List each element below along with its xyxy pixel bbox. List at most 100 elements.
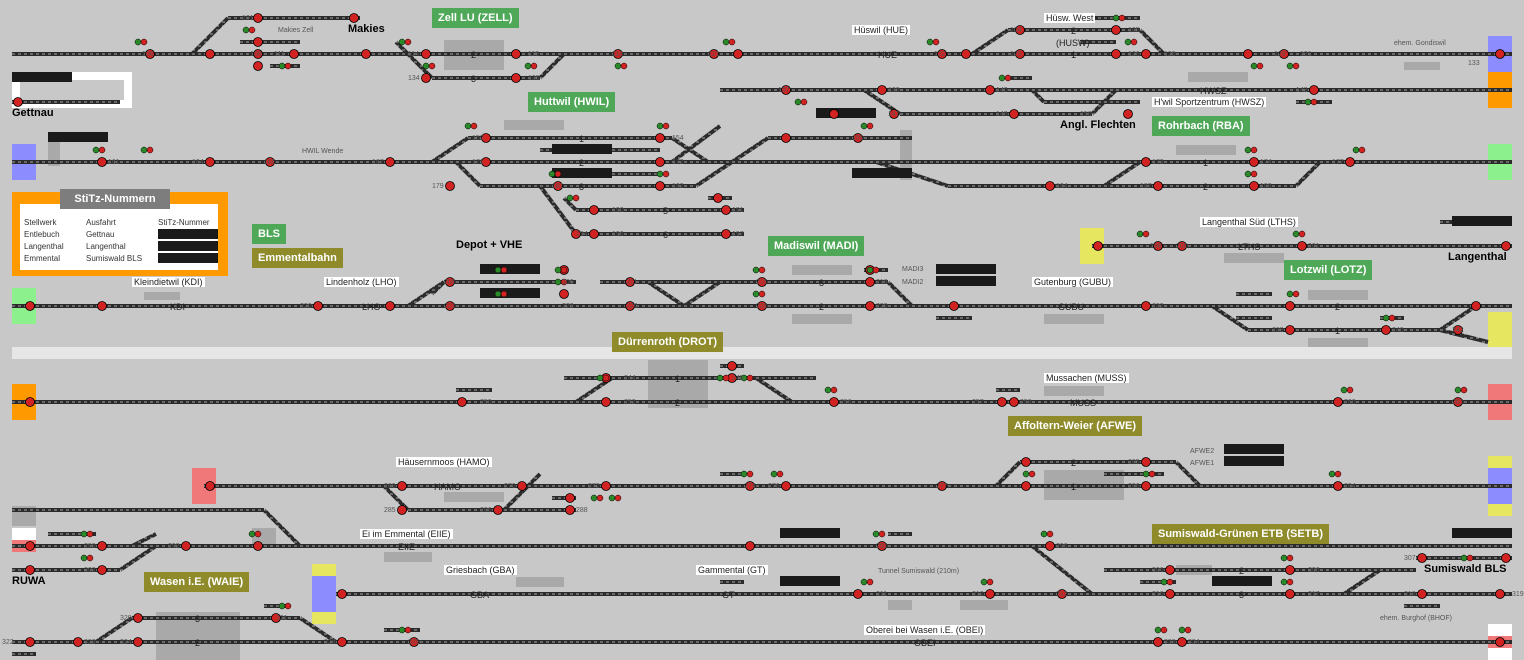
signal-dot[interactable] — [25, 397, 35, 407]
signal-dot[interactable] — [313, 301, 323, 311]
signal-dot[interactable] — [853, 133, 863, 143]
signal-dot[interactable] — [1057, 589, 1067, 599]
signal-dot[interactable] — [1177, 637, 1187, 647]
station-madiswil[interactable]: Madiswil (MADI) — [768, 236, 865, 256]
signal-dot[interactable] — [73, 637, 83, 647]
signal-dot[interactable] — [1015, 25, 1025, 35]
signal-dot[interactable] — [1297, 241, 1307, 251]
signal-dot[interactable] — [655, 133, 665, 143]
signal-dot[interactable] — [253, 37, 263, 47]
signal-dot[interactable] — [1015, 49, 1025, 59]
signal-dot[interactable] — [865, 301, 875, 311]
signal-dot[interactable] — [1381, 325, 1391, 335]
signal-dot[interactable] — [445, 277, 455, 287]
signal-dot[interactable] — [397, 505, 407, 515]
signal-dot[interactable] — [613, 49, 623, 59]
signal-dot[interactable] — [853, 589, 863, 599]
signal-dot[interactable] — [511, 73, 521, 83]
signal-dot[interactable] — [397, 481, 407, 491]
signal-dot[interactable] — [937, 49, 947, 59]
signal-dot[interactable] — [253, 541, 263, 551]
signal-dot[interactable] — [713, 193, 723, 203]
signal-dot[interactable] — [877, 85, 887, 95]
signal-dot[interactable] — [745, 541, 755, 551]
signal-dot[interactable] — [445, 301, 455, 311]
signal-dot[interactable] — [571, 229, 581, 239]
station-affoltern[interactable]: Affoltern-Weier (AFWE) — [1008, 416, 1143, 436]
signal-dot[interactable] — [1309, 85, 1319, 95]
signal-dot[interactable] — [985, 85, 995, 95]
signal-dot[interactable] — [337, 637, 347, 647]
signal-dot[interactable] — [1495, 589, 1505, 599]
signal-dot[interactable] — [1453, 397, 1463, 407]
signal-dot[interactable] — [25, 637, 35, 647]
signal-dot[interactable] — [625, 277, 635, 287]
signal-dot[interactable] — [1333, 397, 1343, 407]
signal-dot[interactable] — [97, 301, 107, 311]
signal-dot[interactable] — [589, 229, 599, 239]
signal-dot[interactable] — [1417, 589, 1427, 599]
signal-dot[interactable] — [25, 565, 35, 575]
signal-dot[interactable] — [25, 541, 35, 551]
signal-dot[interactable] — [1501, 241, 1511, 251]
signal-dot[interactable] — [421, 49, 431, 59]
signal-dot[interactable] — [385, 301, 395, 311]
signal-dot[interactable] — [253, 49, 263, 59]
signal-dot[interactable] — [877, 541, 887, 551]
signal-dot[interactable] — [829, 109, 839, 119]
signal-dot[interactable] — [265, 157, 275, 167]
signal-dot[interactable] — [1009, 109, 1019, 119]
signal-dot[interactable] — [205, 157, 215, 167]
signal-dot[interactable] — [1141, 157, 1151, 167]
station-huttwil[interactable]: Huttwil (HWIL) — [528, 92, 616, 112]
signal-dot[interactable] — [625, 301, 635, 311]
signal-dot[interactable] — [133, 637, 143, 647]
signal-dot[interactable] — [865, 277, 875, 287]
signal-dot[interactable] — [421, 73, 431, 83]
signal-dot[interactable] — [1021, 457, 1031, 467]
station-zell[interactable]: Zell LU (ZELL) — [432, 8, 519, 28]
signal-dot[interactable] — [1141, 457, 1151, 467]
signal-dot[interactable] — [271, 613, 281, 623]
signal-dot[interactable] — [1123, 109, 1133, 119]
signal-dot[interactable] — [1285, 325, 1295, 335]
signal-dot[interactable] — [1333, 481, 1343, 491]
signal-dot[interactable] — [445, 181, 455, 191]
signal-dot[interactable] — [1009, 397, 1019, 407]
signal-dot[interactable] — [1495, 637, 1505, 647]
signal-dot[interactable] — [1111, 49, 1121, 59]
signal-dot[interactable] — [1249, 157, 1259, 167]
station-wasen[interactable]: Wasen i.E. (WAIE) — [144, 572, 250, 592]
signal-dot[interactable] — [1417, 553, 1427, 563]
signal-dot[interactable] — [517, 481, 527, 491]
signal-dot[interactable] — [1285, 589, 1295, 599]
signal-dot[interactable] — [721, 205, 731, 215]
signal-dot[interactable] — [733, 49, 743, 59]
signal-dot[interactable] — [1453, 325, 1463, 335]
signal-dot[interactable] — [601, 481, 611, 491]
signal-dot[interactable] — [1471, 301, 1481, 311]
signal-dot[interactable] — [1285, 301, 1295, 311]
signal-dot[interactable] — [781, 481, 791, 491]
station-setb[interactable]: Sumiswald-Grünen ETB (SETB) — [1152, 524, 1330, 544]
signal-dot[interactable] — [1165, 565, 1175, 575]
station-rohrbach[interactable]: Rohrbach (RBA) — [1152, 116, 1250, 136]
signal-dot[interactable] — [97, 541, 107, 551]
signal-dot[interactable] — [1345, 157, 1355, 167]
signal-dot[interactable] — [1141, 481, 1151, 491]
signal-dot[interactable] — [559, 289, 569, 299]
signal-dot[interactable] — [205, 481, 215, 491]
signal-dot[interactable] — [1285, 565, 1295, 575]
signal-dot[interactable] — [1177, 241, 1187, 251]
signal-dot[interactable] — [1111, 25, 1121, 35]
signal-dot[interactable] — [1153, 241, 1163, 251]
signal-dot[interactable] — [133, 613, 143, 623]
signal-dot[interactable] — [937, 481, 947, 491]
signal-dot[interactable] — [1141, 301, 1151, 311]
signal-dot[interactable] — [1045, 541, 1055, 551]
signal-dot[interactable] — [949, 301, 959, 311]
signal-dot[interactable] — [1021, 481, 1031, 491]
signal-dot[interactable] — [253, 13, 263, 23]
signal-dot[interactable] — [985, 589, 995, 599]
signal-dot[interactable] — [1495, 49, 1505, 59]
